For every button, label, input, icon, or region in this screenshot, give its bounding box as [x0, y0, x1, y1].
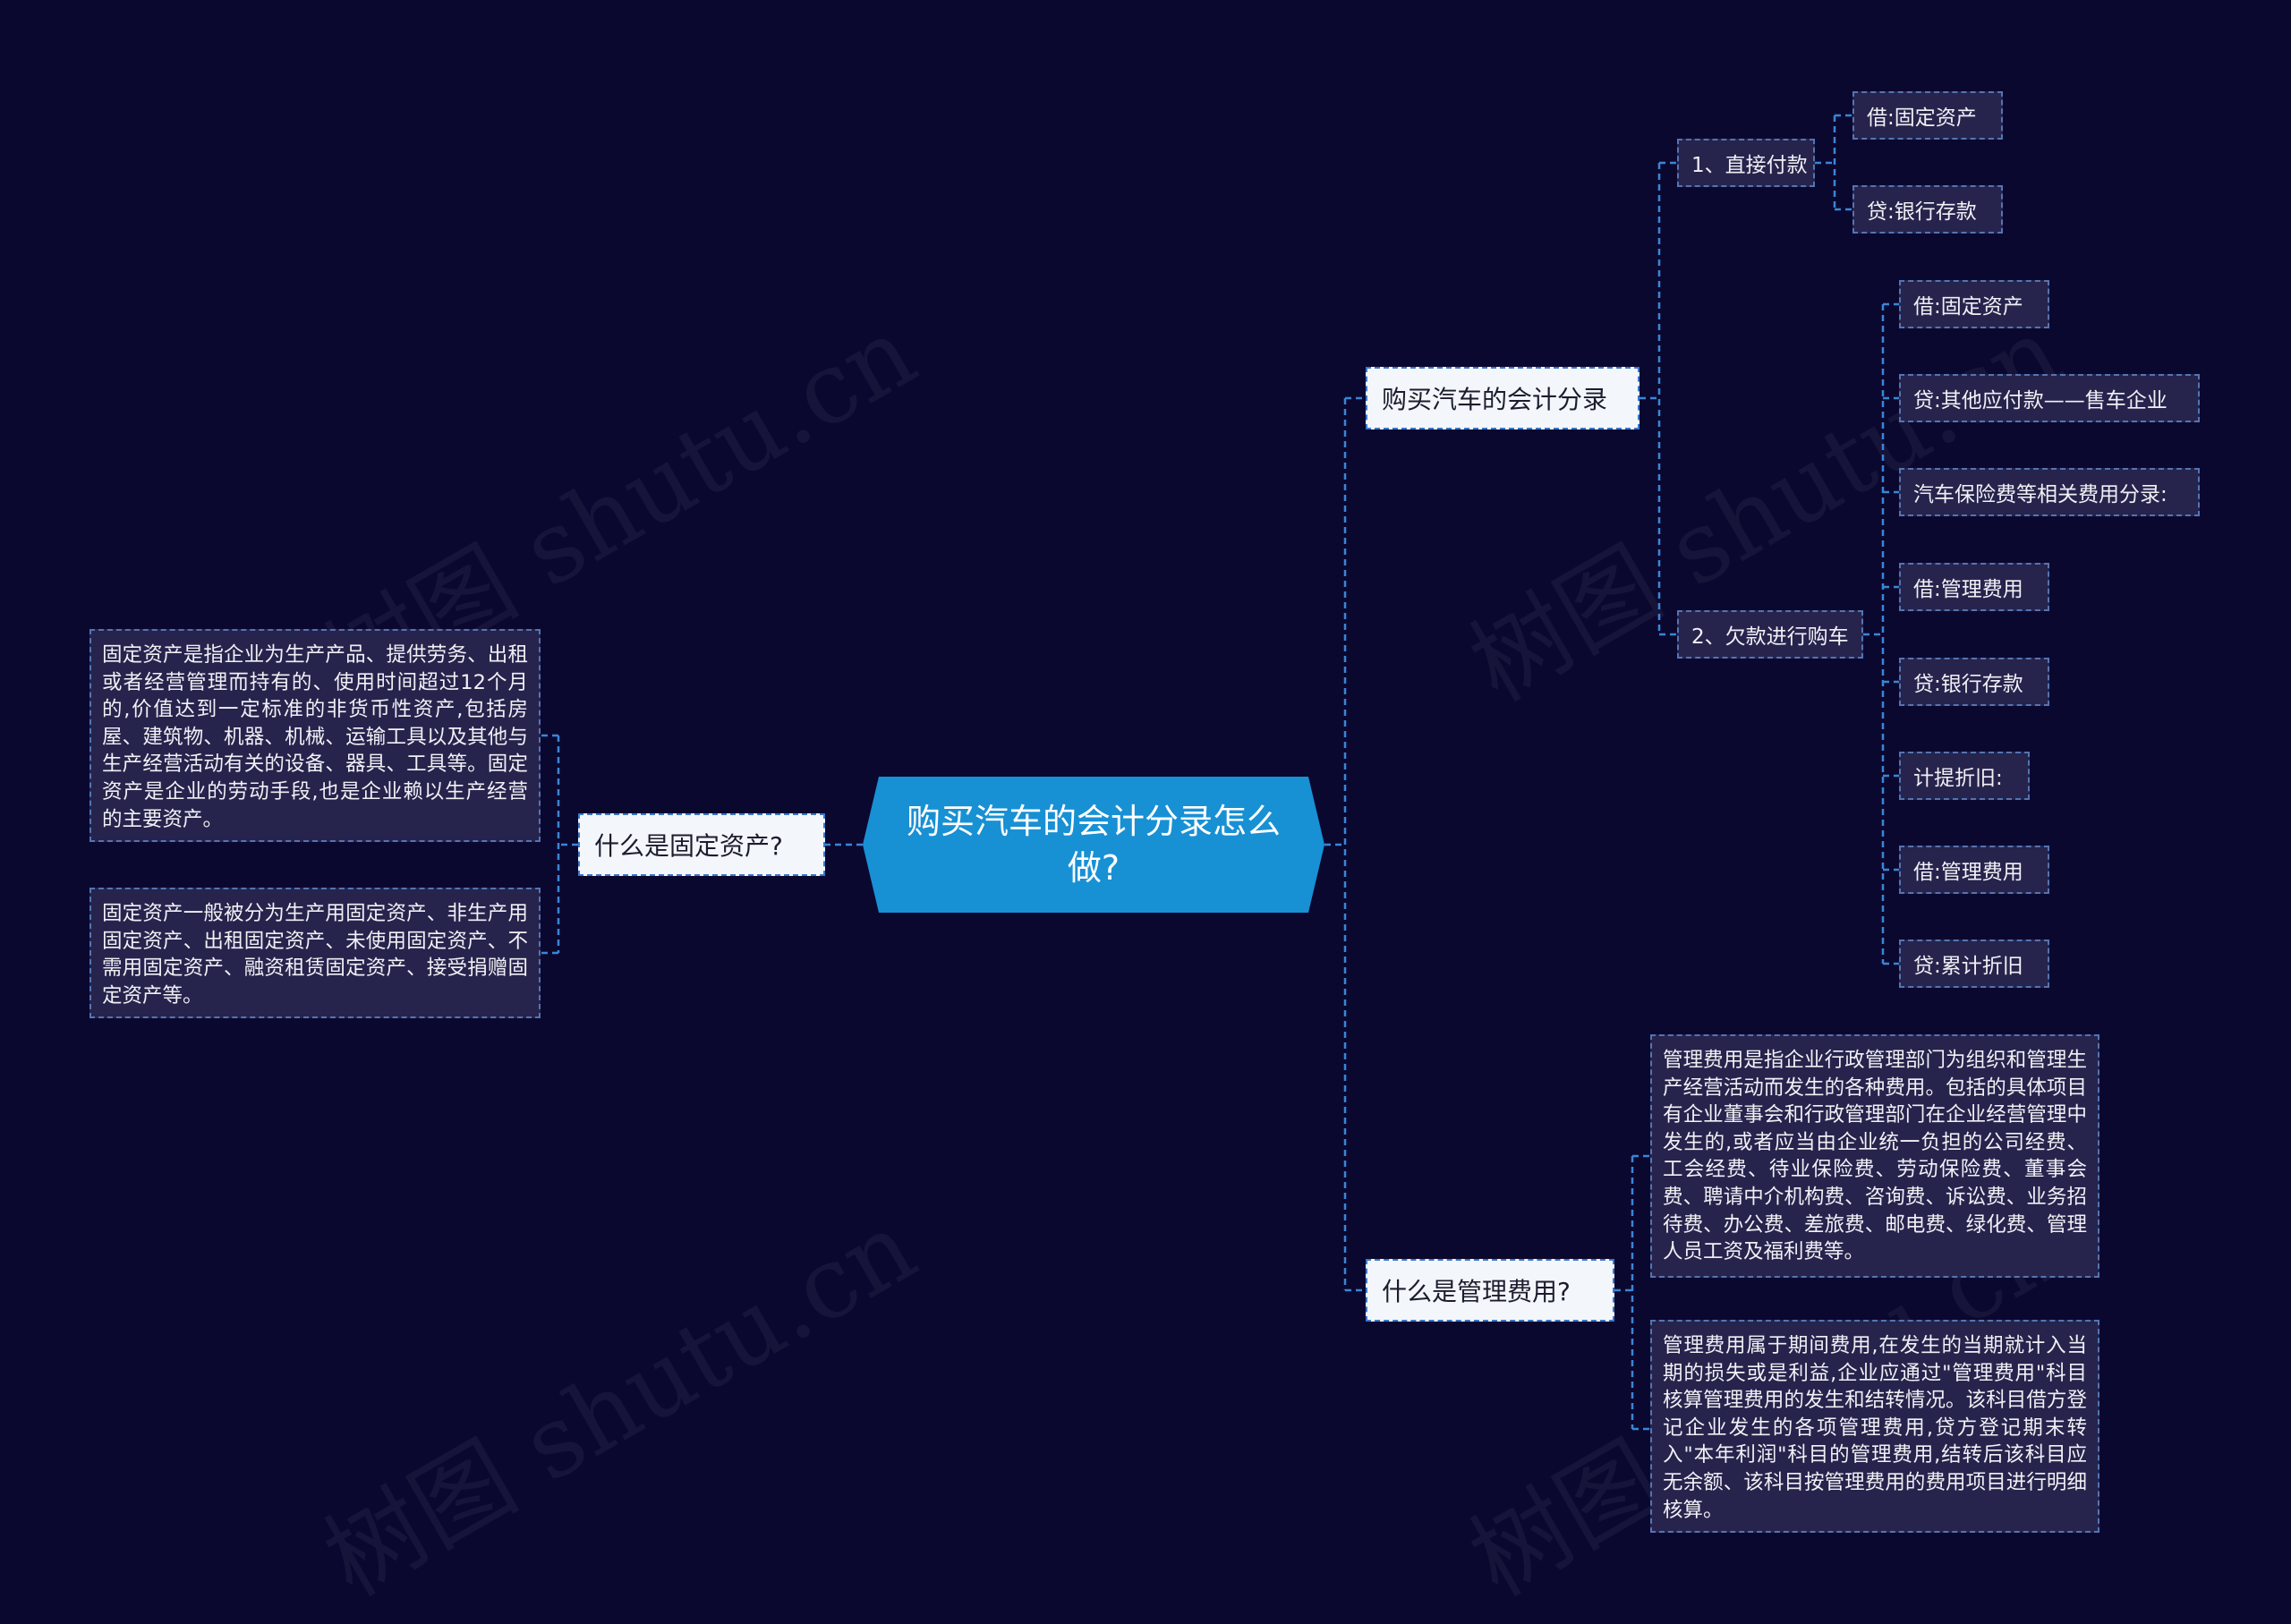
paragraph-text: 固定资产是指企业为生产产品、提供劳务、出租或者经营管理而持有的、使用时间超过12…: [102, 643, 528, 831]
entry-item[interactable]: 贷:银行存款: [1852, 185, 2003, 234]
subtopic-direct-payment[interactable]: 1、直接付款: [1677, 139, 1815, 187]
fixed-assets-categories[interactable]: 固定资产一般被分为生产用固定资产、非生产用固定资产、出租固定资产、未使用固定资产…: [89, 888, 541, 1018]
branch-accounting-entries[interactable]: 购买汽车的会计分录: [1366, 367, 1639, 429]
branch-label: 购买汽车的会计分录: [1382, 385, 1608, 414]
entry-item[interactable]: 借:固定资产: [1899, 280, 2049, 328]
entry-label: 借:固定资产: [1913, 295, 2023, 319]
subtopic-label: 1、直接付款: [1691, 154, 1808, 177]
entry-item[interactable]: 贷:累计折旧: [1899, 940, 2049, 988]
root-title: 购买汽车的会计分录怎么做?: [906, 802, 1281, 888]
entry-label: 贷:银行存款: [1913, 673, 2023, 696]
root-topic[interactable]: 购买汽车的会计分录怎么做?: [863, 777, 1324, 913]
branch-fixed-assets[interactable]: 什么是固定资产?: [578, 813, 825, 876]
paragraph-text: 管理费用是指企业行政管理部门为组织和管理生产经营活动而发生的各种费用。包括的具体…: [1663, 1049, 2087, 1264]
subtopic-installment[interactable]: 2、欠款进行购车: [1677, 610, 1863, 659]
fixed-assets-definition[interactable]: 固定资产是指企业为生产产品、提供劳务、出租或者经营管理而持有的、使用时间超过12…: [89, 629, 541, 842]
entry-label: 计提折旧:: [1913, 767, 2003, 790]
entry-label: 贷:银行存款: [1867, 200, 1977, 224]
paragraph-text: 固定资产一般被分为生产用固定资产、非生产用固定资产、出租固定资产、未使用固定资产…: [102, 902, 528, 1008]
entry-item[interactable]: 贷:银行存款: [1899, 658, 2049, 706]
entry-item[interactable]: 贷:其他应付款——售车企业: [1899, 374, 2200, 422]
entry-label: 贷:累计折旧: [1913, 955, 2023, 978]
entry-label: 贷:其他应付款——售车企业: [1913, 389, 2168, 412]
branch-label: 什么是固定资产?: [594, 831, 783, 861]
entry-item[interactable]: 汽车保险费等相关费用分录:: [1899, 468, 2200, 516]
entry-label: 汽车保险费等相关费用分录:: [1913, 483, 2168, 506]
branch-admin-expenses[interactable]: 什么是管理费用?: [1366, 1259, 1614, 1322]
branch-label: 什么是管理费用?: [1382, 1277, 1571, 1306]
entry-label: 借:管理费用: [1913, 861, 2023, 884]
entry-item[interactable]: 计提折旧:: [1899, 752, 2030, 800]
admin-expenses-definition[interactable]: 管理费用是指企业行政管理部门为组织和管理生产经营活动而发生的各种费用。包括的具体…: [1650, 1034, 2099, 1278]
subtopic-label: 2、欠款进行购车: [1691, 625, 1849, 649]
entry-label: 借:固定资产: [1867, 106, 1977, 130]
entry-label: 借:管理费用: [1913, 578, 2023, 601]
admin-expenses-accounting[interactable]: 管理费用属于期间费用,在发生的当期就计入当期的损失或是利益,企业应通过"管理费用…: [1650, 1320, 2099, 1533]
entry-item[interactable]: 借:管理费用: [1899, 846, 2049, 894]
entry-item[interactable]: 借:管理费用: [1899, 563, 2049, 611]
paragraph-text: 管理费用属于期间费用,在发生的当期就计入当期的损失或是利益,企业应通过"管理费用…: [1663, 1334, 2087, 1522]
entry-item[interactable]: 借:固定资产: [1852, 91, 2003, 140]
